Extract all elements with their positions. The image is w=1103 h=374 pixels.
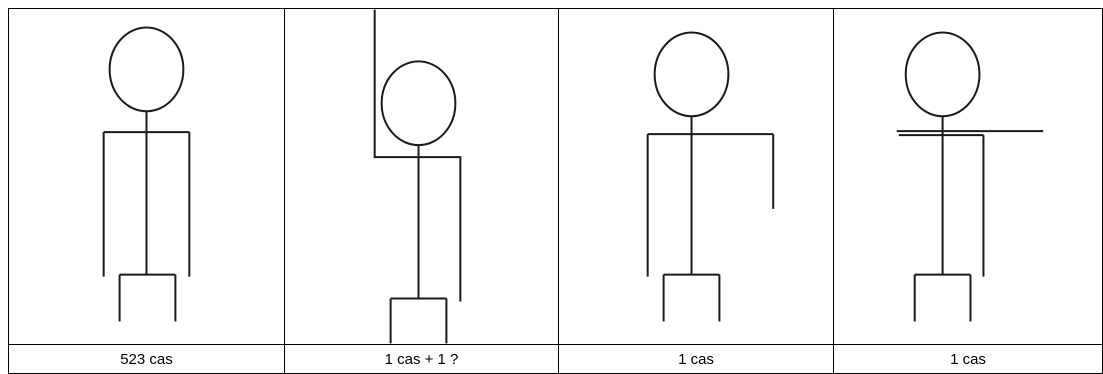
stick-figure-arm-bent — [646, 31, 775, 322]
figure-cell-3 — [558, 8, 834, 345]
figure-head — [904, 31, 981, 118]
figure-cell-1 — [8, 8, 285, 345]
figure-head — [380, 60, 457, 147]
figure-cell-4 — [833, 8, 1103, 345]
figure-cell-2 — [284, 8, 559, 345]
caption-1: 523 cas — [8, 344, 285, 374]
stick-figure-standard — [102, 26, 191, 322]
caption-4: 1 cas — [833, 344, 1103, 374]
stick-figure-arm-horizontal — [896, 31, 1044, 322]
figure-table: 523 cas 1 cas + 1 ? 1 cas 1 cas — [8, 8, 1103, 374]
figure-row — [8, 8, 1103, 345]
figure-head — [108, 26, 185, 113]
caption-row: 523 cas 1 cas + 1 ? 1 cas 1 cas — [8, 344, 1103, 374]
figure-raised-arm — [373, 9, 419, 159]
figure-head — [653, 31, 730, 118]
figure-right-arm — [418, 156, 462, 302]
stick-figure-arm-raised — [373, 9, 462, 344]
caption-3: 1 cas — [558, 344, 834, 374]
caption-2: 1 cas + 1 ? — [284, 344, 559, 374]
